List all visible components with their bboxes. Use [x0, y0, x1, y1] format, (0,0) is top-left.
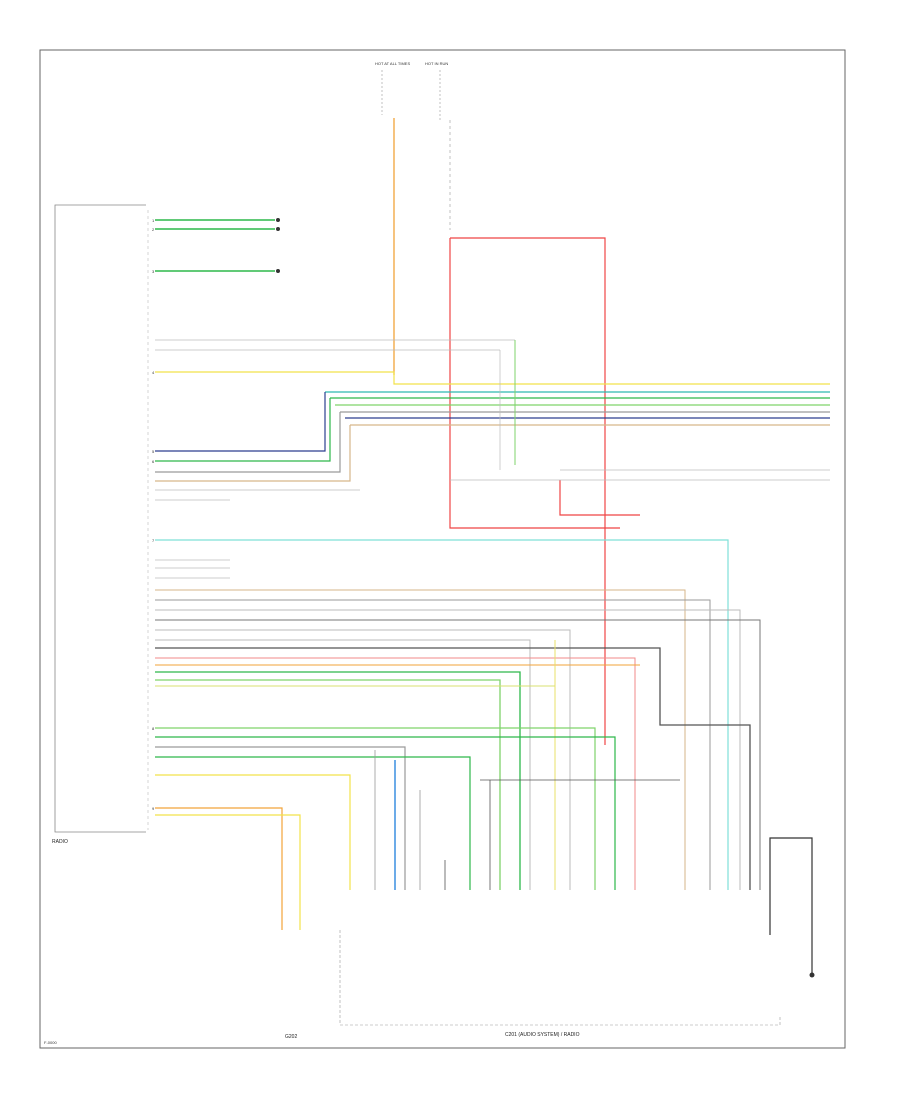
svg-text:3: 3 — [152, 269, 155, 274]
svg-text:1: 1 — [152, 218, 155, 223]
bus-wires — [155, 371, 830, 482]
bottom-connector-caption: C201 (AUDIO SYSTEM) / RADIO — [505, 1032, 580, 1038]
teal-wire — [155, 539, 729, 890]
svg-text:7: 7 — [152, 538, 155, 543]
bottom-connector-outline — [339, 930, 781, 1026]
frame-code: F-0000 — [44, 1040, 57, 1045]
radio-module-label: RADIO — [52, 839, 68, 845]
mid-wires — [155, 589, 761, 890]
svg-text:2: 2 — [152, 227, 155, 232]
left-connector-pins: 1 2 3 4 5 6 7 8 9 — [152, 218, 155, 811]
svg-text:6: 6 — [152, 459, 155, 464]
svg-text:5: 5 — [152, 449, 155, 454]
green-output-wires — [155, 219, 275, 272]
radio-module-outline — [54, 204, 146, 833]
diagram-frame — [39, 49, 846, 1049]
ground-caption: G202 — [285, 1034, 297, 1040]
speaker-wires — [155, 727, 616, 930]
svg-text:8: 8 — [152, 726, 155, 731]
red-power-wire — [449, 237, 640, 745]
power-source-right: HOT IN RUN — [425, 61, 448, 66]
svg-text:4: 4 — [152, 370, 155, 375]
svg-text:9: 9 — [152, 806, 155, 811]
power-source-left: HOT AT ALL TIMES — [375, 61, 410, 66]
